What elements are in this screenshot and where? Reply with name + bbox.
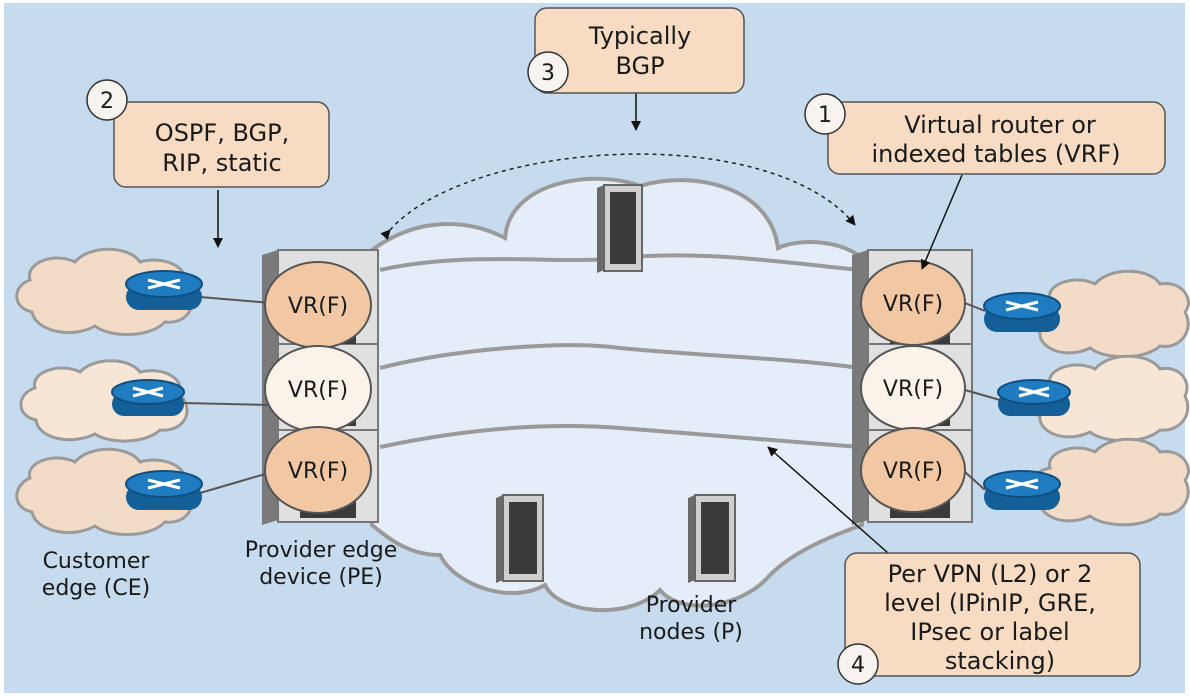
ce-router-right-middle — [997, 379, 1071, 416]
vrf-right-middle: VR(F) — [860, 345, 966, 431]
callout-1-line-1: Virtual router or — [904, 111, 1096, 139]
vrf-label: VR(F) — [288, 378, 348, 403]
link-ce-left-middle — [182, 402, 273, 406]
vrf-label: VR(F) — [883, 292, 943, 317]
link-ce-right-top — [964, 302, 986, 312]
callout-3-number: 3 — [541, 61, 555, 86]
arrow-callout-1 — [920, 174, 963, 270]
label-provider-nodes-line-1: Provider — [646, 593, 738, 618]
vrf-label: VR(F) — [883, 459, 943, 484]
callout-3: Typically BGP 3 — [527, 7, 745, 94]
vrf-label: VR(F) — [883, 377, 943, 402]
link-ce-left-top — [199, 296, 273, 304]
callout-4-line-2: level (IPinIP, GRE, — [884, 589, 1096, 617]
callout-2-line-2: RIP, static — [162, 149, 281, 177]
label-customer-edge-line-1: Customer — [43, 549, 151, 574]
vrf-left-bottom: VR(F) — [264, 426, 372, 514]
callout-4-line-3: IPsec or label — [910, 618, 1069, 646]
callout-1-line-2: indexed tables (VRF) — [871, 140, 1120, 168]
vrf-left-middle: VR(F) — [264, 345, 372, 433]
label-provider-nodes-line-2: nodes (P) — [639, 620, 743, 645]
customer-cloud-left-bottom — [15, 447, 194, 536]
ce-router-right-top — [983, 292, 1061, 332]
vrf-label: VR(F) — [288, 459, 348, 484]
provider-node-bottom-left — [496, 494, 544, 583]
link-ce-right-bottom — [964, 471, 986, 491]
tunnel-line-middle — [379, 343, 861, 370]
customer-cloud-right-middle — [1027, 354, 1190, 443]
ce-router-left-bottom — [125, 470, 203, 510]
provider-node-top — [597, 184, 643, 273]
provider-node-bottom-right — [688, 494, 736, 583]
customer-cloud-left-top — [15, 247, 194, 336]
vrf-right-top: VR(F) — [860, 260, 966, 346]
callout-3-line-1: Typically — [588, 22, 691, 50]
label-customer-edge-line-2: edge (CE) — [42, 576, 150, 601]
link-ce-right-middle — [964, 389, 1001, 401]
ce-router-left-middle — [111, 379, 185, 416]
callout-4: Per VPN (L2) or 2 level (IPinIP, GRE, IP… — [837, 552, 1141, 685]
callout-1-number: 1 — [818, 103, 832, 128]
callout-2-line-1: OSPF, BGP, — [155, 119, 289, 147]
callout-3-line-2: BGP — [615, 52, 664, 80]
ce-router-left-top — [125, 270, 203, 310]
arrow-callout-4 — [767, 446, 889, 554]
callout-2-number: 2 — [100, 89, 114, 114]
label-provider-edge-line-1: Provider edge — [245, 538, 398, 563]
vrf-left-top: VR(F) — [264, 261, 372, 349]
tunnel-line-bottom — [379, 424, 861, 449]
ce-router-right-bottom — [983, 470, 1061, 510]
bgp-peering-arc — [380, 153, 856, 241]
vrf-right-bottom: VR(F) — [860, 427, 966, 513]
customer-cloud-right-top — [1028, 269, 1190, 359]
callout-4-line-1: Per VPN (L2) or 2 — [888, 560, 1093, 588]
link-ce-left-bottom — [199, 471, 273, 494]
vrf-label: VR(F) — [288, 294, 348, 319]
callout-1: Virtual router or indexed tables (VRF) 1 — [804, 93, 1166, 175]
provider-core-cloud — [370, 176, 864, 613]
callout-4-line-4: stacking) — [945, 647, 1055, 675]
callout-2: OSPF, BGP, RIP, static 2 — [86, 79, 330, 188]
label-provider-edge-line-2: device (PE) — [259, 565, 383, 590]
callout-4-number: 4 — [851, 653, 865, 678]
